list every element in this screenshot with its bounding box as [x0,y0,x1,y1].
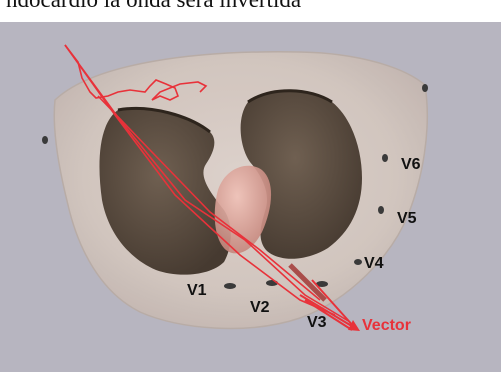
lead-label-v4: V4 [364,255,384,273]
electrode-v1 [224,283,236,289]
electrode-top-right [422,84,428,92]
lead-label-v1: V1 [187,282,207,300]
caption-strip: ndocardio la onda será invertida [0,0,501,22]
electrode-side-left [42,136,48,144]
vector-label: Vector [362,317,411,335]
lead-label-v6: V6 [401,156,421,174]
lead-label-v2: V2 [250,299,270,317]
electrode-v5 [378,206,384,214]
torso-illustration [0,22,501,372]
electrode-v4 [354,259,362,265]
lead-label-v5: V5 [397,210,417,228]
figure-caption: ndocardio la onda será invertida [6,0,301,13]
electrode-v6 [382,154,388,162]
torso-scene: V1 V2 V3 V4 V5 V6 Vector [0,22,501,372]
lead-label-v3: V3 [307,314,327,332]
